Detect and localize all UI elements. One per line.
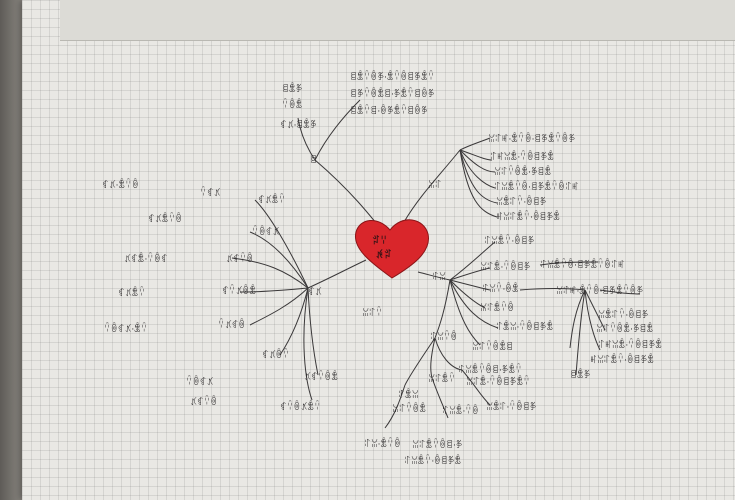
west-note-5: ꁍꃤꂬꈋ [118, 286, 145, 299]
south-item-4: ꈍꌌꂬꈋꉺ [480, 301, 514, 314]
south-sub-1: ꌌꈍꂬꈋꉺ·ꁌꃆꂬꈋꉺꌌꎭ [540, 258, 625, 271]
south-item-6: ꈍꌌꈋꉺꂬꁌ [472, 340, 513, 353]
paper-top-strip [60, 0, 735, 41]
line-west [307, 259, 367, 289]
south-item-16: ꈍꌌꂬꈋꉺꁌ·ꃆ [412, 438, 462, 451]
east-item-1: ꈍꌌꎭ·ꂬꈋꉺ·ꁌꃆꂬꈋꉺꃆ [488, 132, 575, 145]
west-note-2: ꈋꁍꃤ [200, 186, 221, 199]
east-item-3: ꈍꌌꈋꉺꂬ·ꃆꁌꂬ [494, 165, 551, 178]
south-item-9: ꈍꌌꂬ·ꈋꉺꁌꃆꂬꈋ [466, 375, 530, 388]
east-item-5: ꈍꂬꌌꈋ·ꉺꁌꃆ [496, 195, 546, 208]
south-item-1: ꌌꈍꂬꈋ·ꉺꁌꃆ [484, 234, 534, 247]
south-item-17: ꌌꈍꂬꈋ·ꉺꁌꃆꂬ [404, 454, 461, 467]
south-sub-5: ꌌꎭꈍꂬ·ꈋꉺꁌꃆꂬ [598, 338, 662, 351]
north-item-2: ꈋꉺꂬ [282, 98, 303, 111]
west-item-7: ꃤꁍꈋꉺꂬ [304, 370, 338, 383]
north-label: ꁌ [310, 155, 317, 166]
west-note-3: ꁍꃤꂬꈋꉺ [148, 212, 182, 225]
line-east [403, 149, 461, 223]
south-sub-3: ꈍꂬꌌꈋ·ꉺꁌꃆ [598, 308, 648, 321]
west-item-2: ꈋꉺꁍꃤ [252, 225, 279, 238]
south-item-14: ꈍꂬꌌ·ꈋꉺꁌꃆ [486, 400, 536, 413]
south-sub-6: ꎭꈍꌌꂬꈋ·ꉺꁌꃆꂬ [590, 353, 654, 366]
heart-shape [354, 219, 429, 279]
west-item-1: ꁍꃤꂬꈋ [258, 193, 285, 206]
south-sub-2: ꈍꌌꎭ·ꂬꈋꉺ·ꁌꃆꂬꈋꉺꃆ [556, 284, 643, 297]
south-item-3: ꌌꈍꈋ·ꉺꂬ [482, 282, 519, 295]
west-item-3: ꃤꁍꈋꉺ [226, 252, 253, 265]
north-item-1: ꁌꂬꃆ [282, 82, 303, 95]
west-extra-1: ꈋꉺꁍꃤ [186, 375, 213, 388]
south-sub-7: ꁌꂬꃆ [570, 368, 591, 381]
south-item-8: ꌌꈍꂬꈋꉺꁌ·ꃆꂬꈋ [458, 363, 522, 376]
north-note-1: ꁌꂬꈋꉺꃆ·ꂬꈋꉺꁌꃆꂬꈋ [350, 70, 435, 83]
west-note-6: ꈋꉺꁍꃤ·ꂬꈋ [104, 322, 148, 335]
east-label: ꈍꌌ [428, 180, 442, 191]
line-north-a [297, 117, 316, 161]
south-sub-4: ꈍꌌꈋꉺꂬ·ꃆꁌꂬ [596, 322, 653, 335]
south-item-10: ꈍꌌꂬꈋ [428, 372, 455, 385]
core-text-1: ꄂꈌ [372, 234, 388, 247]
south-label: ꌌꈍ [432, 272, 446, 283]
south-item-5: ꌌꂬꈍ·ꈋꉺꁌꃆꂬ [496, 320, 553, 333]
north-note-2: ꁌꃆꈋꉺꂬꁌ·ꃆꂬꈋꁌꉺꃆ [350, 87, 435, 100]
south-item-13: ꌌꈍꂬ·ꈋꉺ [442, 404, 479, 417]
north-item-3: ꁍꃤ·ꁌꂬꃆ [280, 118, 317, 131]
west-note-1: ꁍꃤ·ꂬꈋꉺ [102, 178, 139, 191]
core-underlabel: ꈍꌌꈋ [362, 306, 383, 319]
west-label: ꁍꃤ [308, 286, 322, 298]
west-extra-2: ꃤꁍꈋꉺ [190, 395, 217, 408]
south-item-11: ꌌꂬꈍ [398, 388, 419, 401]
east-item-2: ꌌꎭꈍꂬ·ꈋꉺꁌꃆꂬ [490, 150, 554, 163]
core-text-2: ꉌꄂ [376, 248, 392, 261]
north-note-3: ꁌꂬꈋꁌ·ꉺꃆꂬꈋꁌꉺꃆ [350, 104, 428, 117]
east-item-6: ꎭꈍꌌꂬꈋ·ꉺꁌꃆꂬ [496, 210, 560, 223]
south-item-2: ꈍꌌꂬ·ꈋꉺꁌꃆ [480, 260, 530, 273]
south-item-7: ꌌꈍꈋꉺ [430, 330, 457, 343]
west-item-5: ꈋꃤꁍꉺ [218, 318, 245, 331]
west-item-4: ꁍꈋꃤꉺꂬ [222, 284, 256, 297]
east-item-4: ꌌꈍꂬꈋꉺ·ꁌꃆꂬꈋꉺꌌꎭ [494, 180, 579, 193]
west-note-4: ꃤꁍꂬ·ꈋꉺꁍ [124, 252, 168, 265]
table-edge [0, 0, 24, 500]
south-item-15: ꌌꈍ·ꂬꈋꉺ [364, 437, 401, 450]
line-north-b [314, 99, 361, 161]
line-south [417, 271, 451, 281]
west-item-8: ꁍꈋꉺꃤꂬꈋ [280, 400, 321, 413]
south-item-12: ꈍꌌꈋꉺꂬ [392, 402, 426, 415]
heart-core: ꄂꈌ ꉌꄂ [354, 219, 429, 279]
west-item-6: ꁍꃤꉺꈋ [262, 348, 289, 361]
